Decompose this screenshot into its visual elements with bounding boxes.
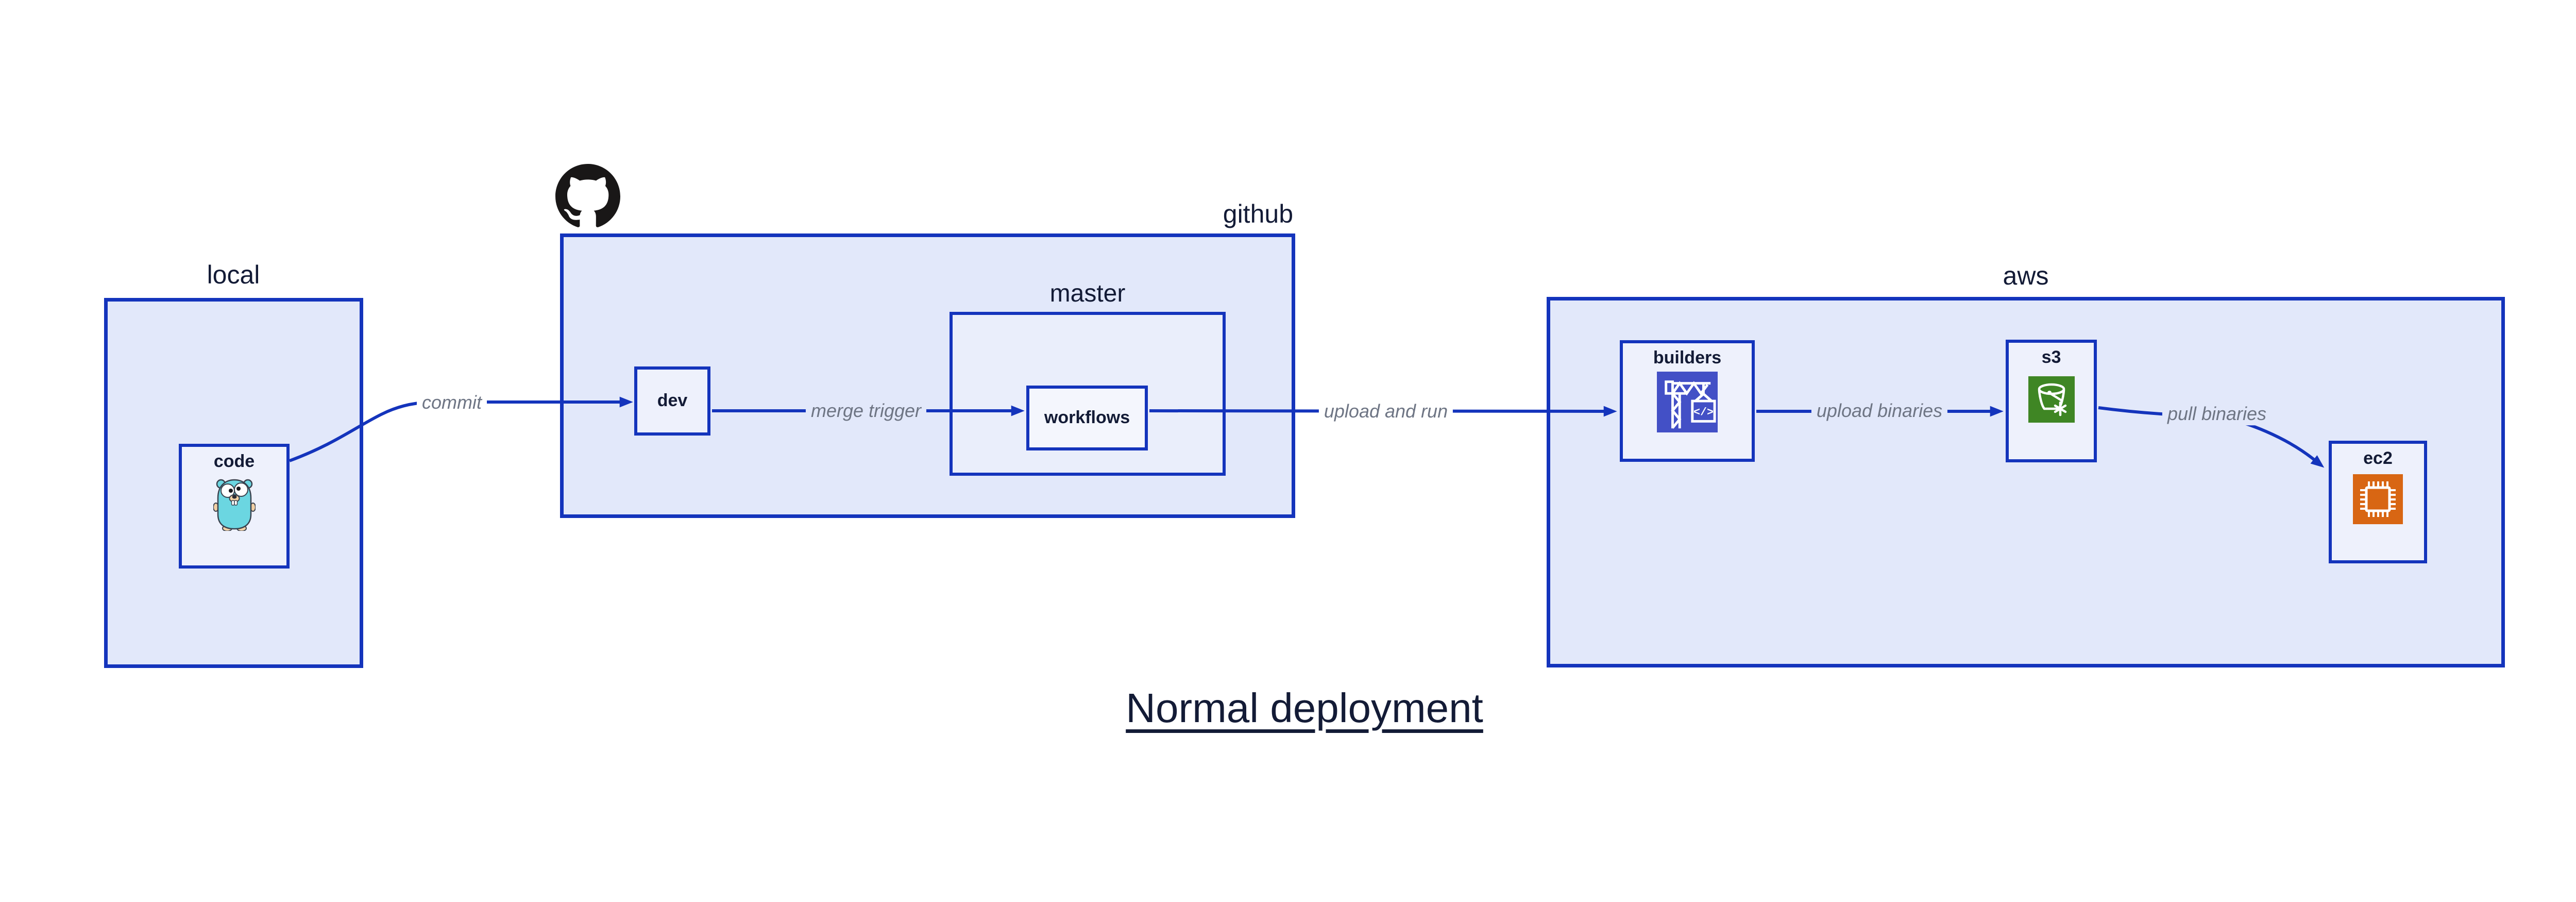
ec2-node: ec2 <box>2329 441 2427 563</box>
dev-node-label: dev <box>657 391 688 411</box>
github-group-label: github <box>1223 199 1293 228</box>
cpu-chip-icon <box>2353 474 2403 525</box>
workflows-node-label: workflows <box>1044 408 1130 428</box>
local-group-label: local <box>207 260 260 289</box>
edge-label-commit: commit <box>417 391 487 414</box>
aws-group-label: aws <box>2003 261 2049 290</box>
ec2-node-label: ec2 <box>2363 448 2393 468</box>
dev-node: dev <box>634 366 710 436</box>
s3-node-label: s3 <box>2041 347 2061 367</box>
code-node-label: code <box>213 452 255 471</box>
builders-node-label: builders <box>1653 348 1722 368</box>
edge-label-upload-and-run: upload and run <box>1318 400 1453 423</box>
code-node: code <box>179 444 290 569</box>
go-gopher-icon <box>213 479 256 531</box>
workflows-node: workflows <box>1026 386 1148 450</box>
github-octocat-logo-icon <box>555 164 620 227</box>
edge-label-merge-trigger: merge trigger <box>805 399 927 422</box>
construction-crane-icon: </> <box>1657 372 1718 433</box>
s3-node: s3 <box>2006 340 2097 462</box>
master-group-label: master <box>1049 280 1126 307</box>
edge-label-upload-binaries: upload binaries <box>1811 399 1948 422</box>
code-brackets-glyph: </> <box>1693 407 1714 419</box>
builders-node: builders </> <box>1620 340 1755 462</box>
diagram-title: Normal deployment <box>1126 685 1483 731</box>
edge-label-pull-binaries: pull binaries <box>2162 403 2272 425</box>
s3-bucket-snowflake-icon <box>2028 376 2075 423</box>
